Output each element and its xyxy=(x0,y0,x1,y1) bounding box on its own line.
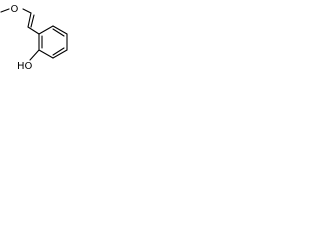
methoxy-oxygen-label: O xyxy=(11,4,19,15)
ring-bond-5 xyxy=(52,25,68,35)
bond-vinyl-double-inner xyxy=(30,14,35,28)
hydroxyl-label: HO xyxy=(17,61,33,72)
ring-bond-3 xyxy=(52,49,68,59)
bond-ring-hydroxyl xyxy=(29,49,40,61)
ring-inner-bond-3 xyxy=(52,28,65,37)
bond-vinyl-double xyxy=(27,12,32,28)
ring-bond-2 xyxy=(38,49,54,59)
bond-methyl-oxygen xyxy=(0,8,10,13)
ring-bond-6 xyxy=(38,25,54,35)
ring-inner-bond-2 xyxy=(52,47,65,56)
bond-oxygen-vinyl xyxy=(22,8,32,14)
chemical-structure-diagram: O HO xyxy=(0,4,68,72)
bond-vinyl-ring xyxy=(27,26,40,35)
